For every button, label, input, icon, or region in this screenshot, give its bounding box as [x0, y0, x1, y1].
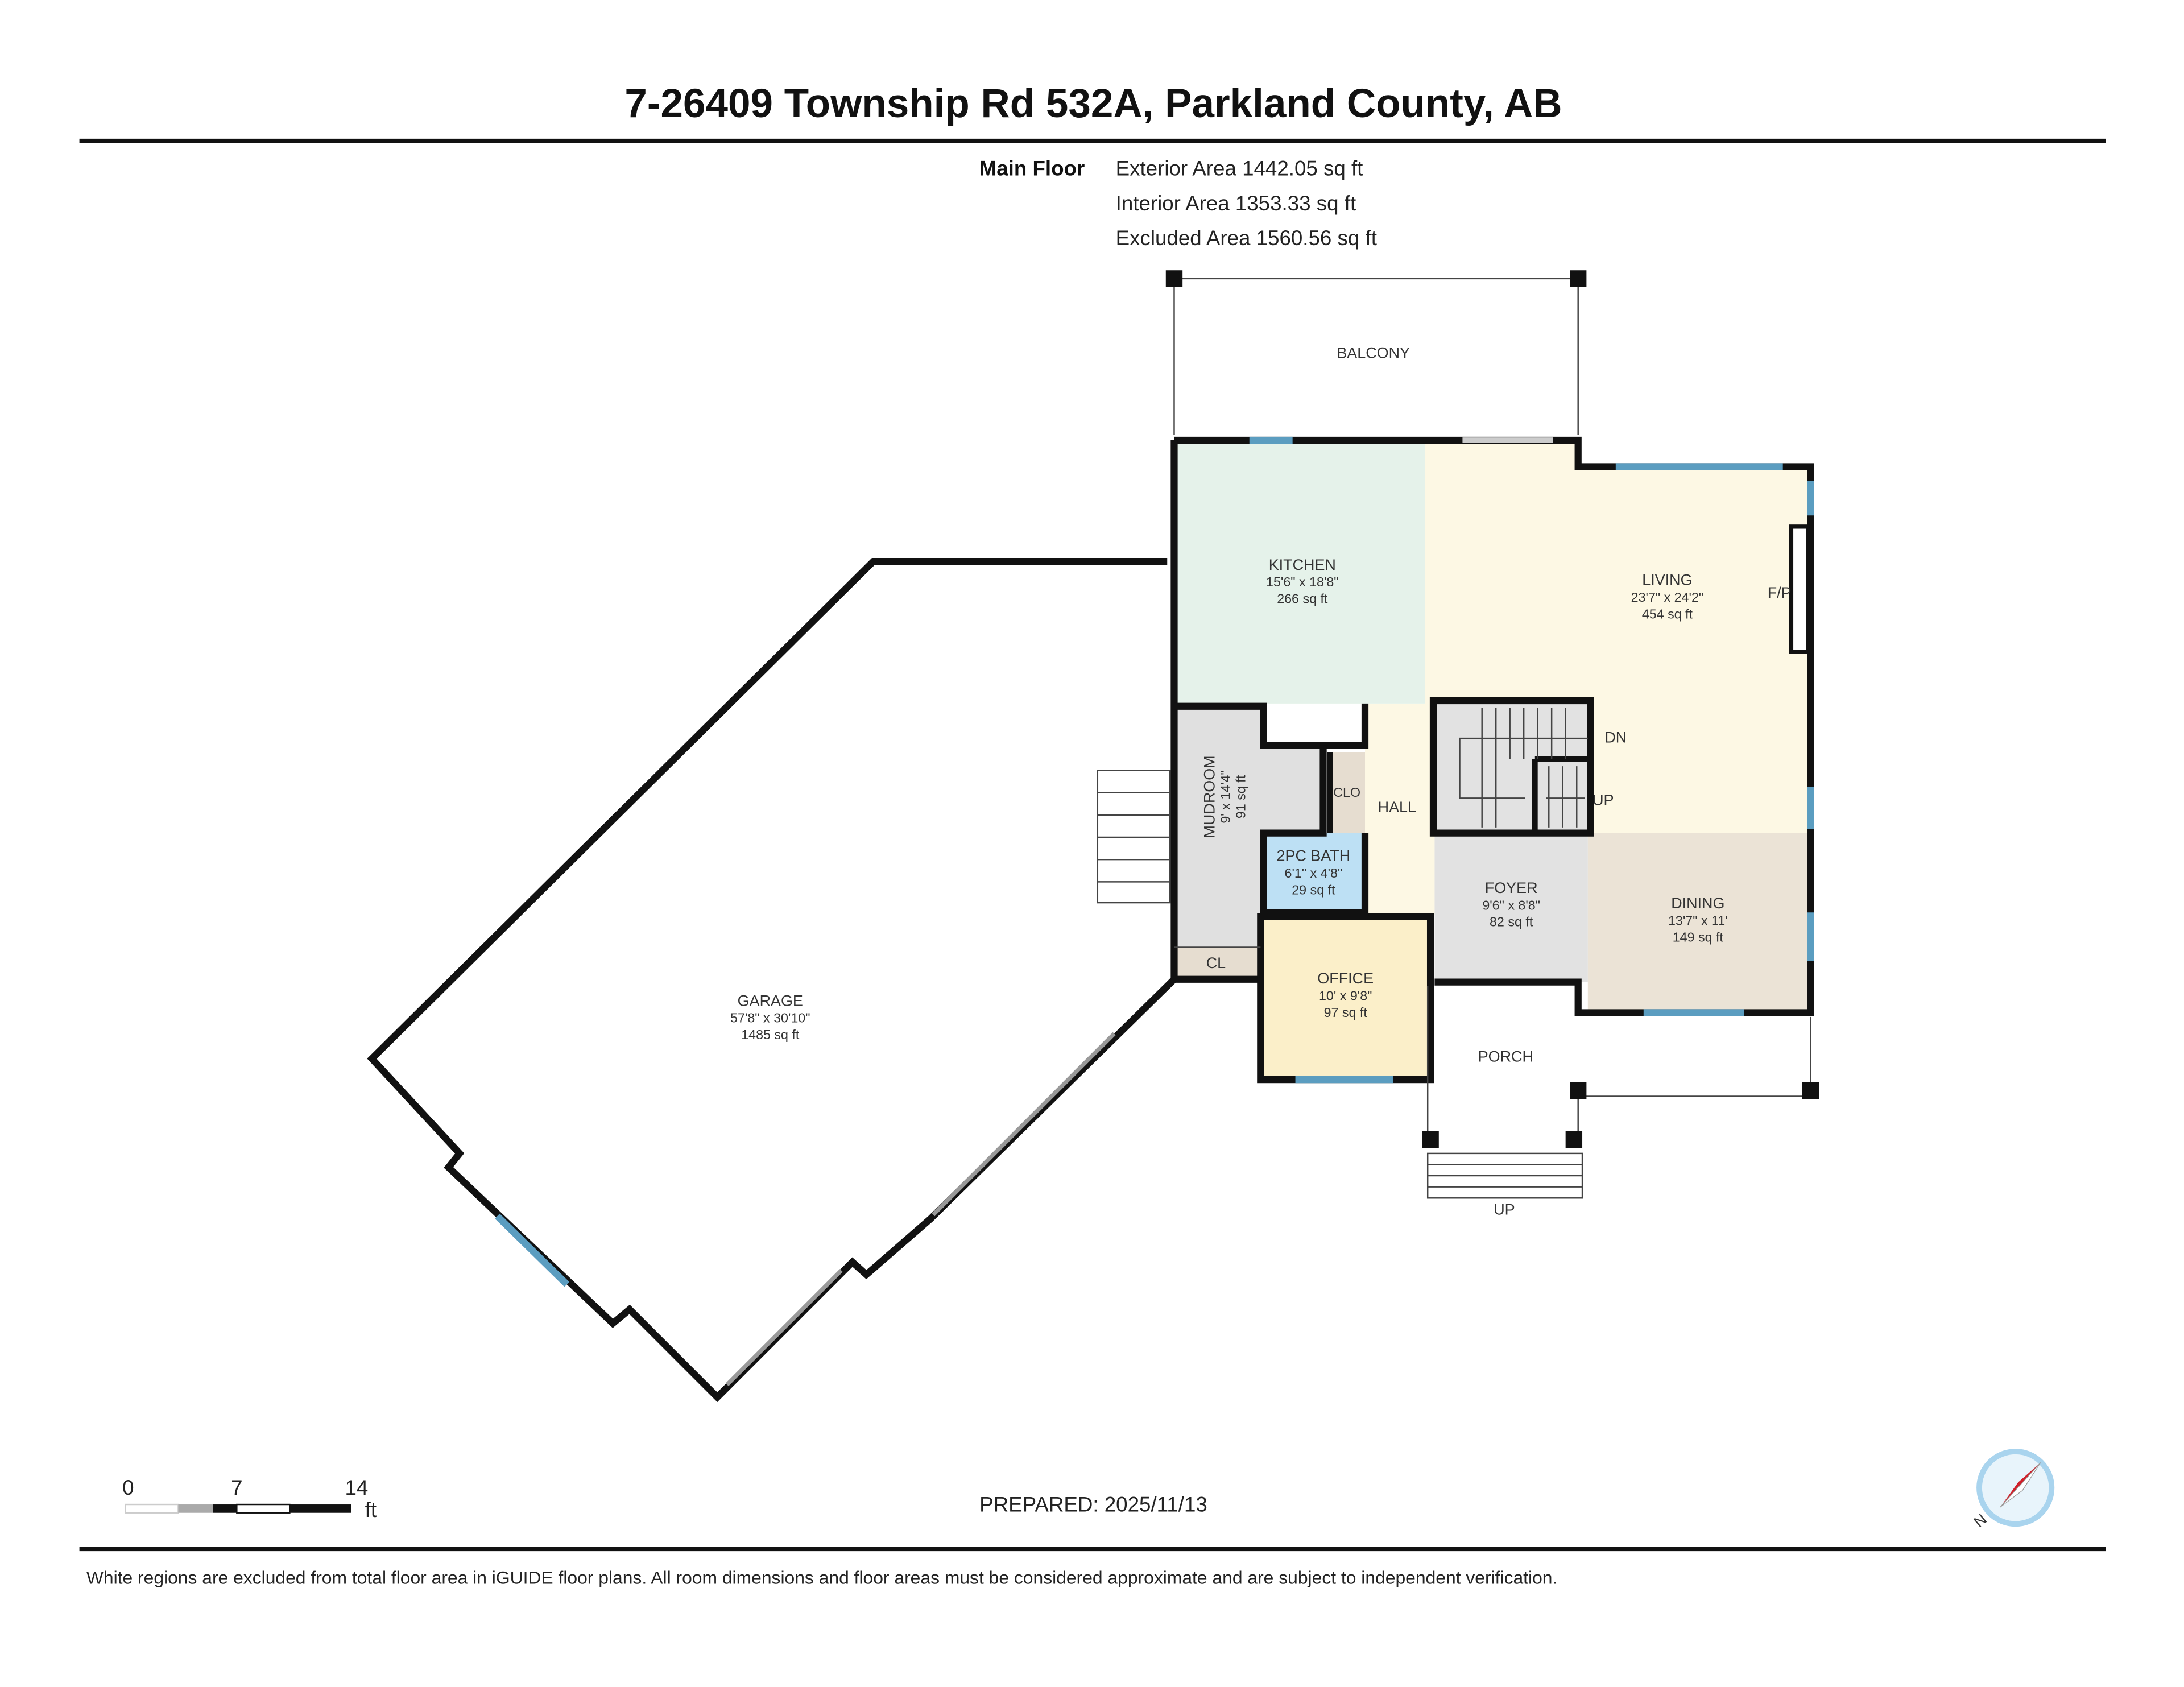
clo-fill — [1330, 752, 1365, 833]
office-fill — [1260, 916, 1431, 1080]
cl-label: CL — [1206, 954, 1226, 971]
scale-tick-0: 0 — [122, 1476, 134, 1499]
clo-label: CLO — [1333, 785, 1360, 800]
porch-label: PORCH — [1478, 1048, 1533, 1065]
fireplace-label: F/P — [1768, 584, 1792, 601]
footer-disclaimer: White regions are excluded from total fl… — [86, 1568, 1558, 1588]
side-steps — [1097, 770, 1171, 904]
scale-bar: 0 7 14 ft — [122, 1476, 377, 1521]
living-dims: 23'7" x 24'2" — [1631, 590, 1704, 605]
kitchen-area: 266 sq ft — [1277, 592, 1328, 606]
porch-steps-label: UP — [1494, 1201, 1515, 1218]
foyer-label-group: FOYER 9'6" x 8'8" 82 sq ft — [1482, 879, 1540, 929]
foyer-fill — [1434, 833, 1588, 982]
garage-door[interactable] — [932, 1032, 1116, 1217]
floor-label: Main Floor — [979, 157, 1085, 180]
bath-label-group: 2PC BATH 6'1" x 4'8" 29 sq ft — [1277, 847, 1351, 898]
stairs-down-label: DN — [1604, 729, 1627, 746]
interior-area: Interior Area 1353.33 sq ft — [1116, 192, 1356, 215]
mudroom-label: MUDROOM — [1201, 755, 1218, 838]
kitchen-label: KITCHEN — [1269, 556, 1336, 573]
compass-icon: N — [1971, 1449, 2055, 1531]
room-fills — [1174, 440, 1811, 1080]
living-area: 454 sq ft — [1642, 606, 1693, 621]
mudroom-dims: 9' x 14'4" — [1218, 770, 1232, 823]
garage-door[interactable] — [725, 1269, 843, 1387]
scale-tick-14: 14 — [345, 1476, 369, 1499]
foyer-dims: 9'6" x 8'8" — [1482, 898, 1540, 912]
garage-label: GARAGE — [738, 992, 803, 1009]
kitchen-fill — [1174, 440, 1425, 704]
hall-fill — [1365, 703, 1435, 916]
scale-unit: ft — [365, 1498, 377, 1521]
prepared-date: PREPARED: 2025/11/13 — [979, 1492, 1207, 1516]
office-label-group: OFFICE 10' x 9'8" 97 sq ft — [1317, 970, 1374, 1020]
office-dims: 10' x 9'8" — [1319, 989, 1372, 1003]
scale-tick-7: 7 — [231, 1476, 242, 1499]
page-title: 7-26409 Township Rd 532A, Parkland Count… — [624, 81, 1562, 126]
mudroom-area: 91 sq ft — [1233, 775, 1248, 818]
dining-label: DINING — [1671, 895, 1724, 912]
mudroom-label-group: MUDROOM 9' x 14'4" 91 sq ft — [1201, 755, 1248, 838]
bath-dims: 6'1" x 4'8" — [1285, 866, 1343, 880]
kitchen-label-group: KITCHEN 15'6" x 18'8" 266 sq ft — [1266, 556, 1339, 606]
garage-area: 1485 sq ft — [741, 1027, 800, 1042]
porch: PORCH UP — [1422, 986, 1819, 1218]
mudroom-fill — [1174, 703, 1323, 948]
foyer-label: FOYER — [1485, 879, 1538, 896]
walls — [1170, 436, 1814, 1084]
stairs-up-label: UP — [1592, 792, 1614, 809]
fireplace — [1789, 524, 1810, 654]
dining-label-group: DINING 13'7" x 11' 149 sq ft — [1668, 895, 1728, 945]
foyer-area: 82 sq ft — [1490, 915, 1533, 929]
balcony-label: BALCONY — [1337, 345, 1410, 362]
office-area: 97 sq ft — [1324, 1005, 1368, 1020]
bath-label: 2PC BATH — [1277, 847, 1351, 865]
office-label: OFFICE — [1317, 970, 1374, 987]
garage-dims: 57'8" x 30'10" — [730, 1011, 810, 1026]
bath-area: 29 sq ft — [1292, 882, 1335, 897]
garage: GARAGE 57'8" x 30'10" 1485 sq ft — [367, 557, 1177, 1403]
living-label-group: LIVING 23'7" x 24'2" 454 sq ft F/P — [1631, 572, 1792, 622]
exterior-area: Exterior Area 1442.05 sq ft — [1116, 157, 1363, 180]
balcony: BALCONY — [1165, 270, 1587, 435]
dining-dims: 13'7" x 11' — [1668, 913, 1728, 928]
hall-label: HALL — [1378, 799, 1416, 816]
living-label: LIVING — [1642, 572, 1692, 589]
staircase[interactable] — [1459, 708, 1588, 828]
dining-fill — [1587, 833, 1811, 1013]
bath-fill — [1263, 833, 1365, 913]
dining-area: 149 sq ft — [1673, 930, 1724, 945]
cl-fill — [1174, 947, 1261, 979]
excluded-area: Excluded Area 1560.56 sq ft — [1116, 226, 1377, 250]
kitchen-dims: 15'6" x 18'8" — [1266, 574, 1339, 589]
garage-window — [495, 1213, 570, 1287]
